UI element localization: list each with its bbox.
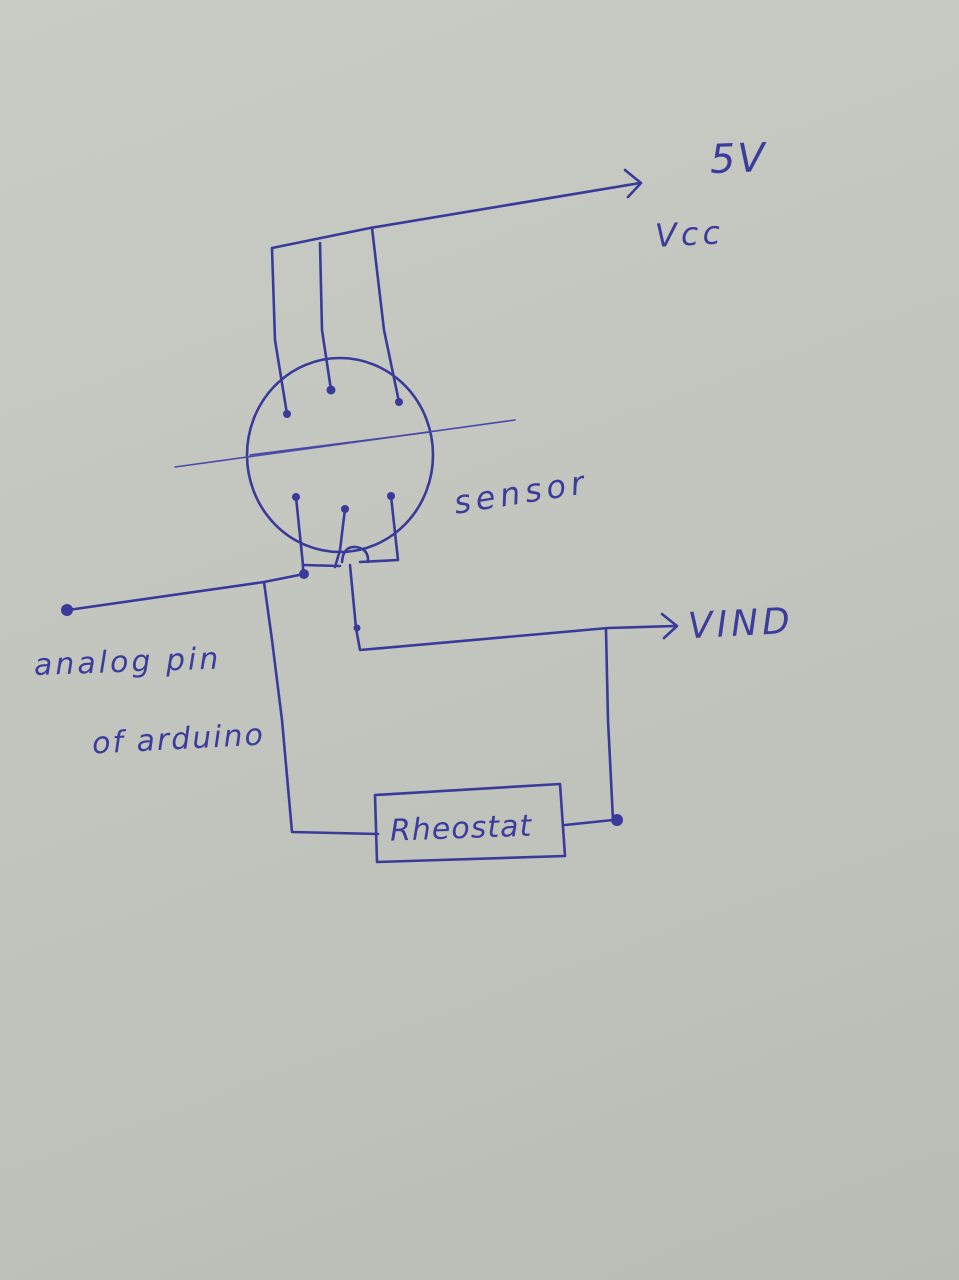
label-sensor: sensor [451, 463, 591, 522]
rheostat-right-wire [563, 628, 615, 827]
junction-dot-vind [353, 624, 361, 632]
left-leads-join [301, 563, 342, 568]
sensor-divider-line-2 [249, 431, 431, 456]
sensor-pin-top-left [283, 410, 291, 418]
label-analog-pin: analog pin [33, 641, 222, 683]
rheostat-box [373, 782, 567, 864]
sensor-top-lead-left [270, 246, 289, 416]
sensor-bottom-lead-left [294, 495, 305, 577]
sensor-bottom-lead-middle [333, 507, 347, 569]
vind-wire [348, 563, 677, 652]
sensor-pin-top-middle [326, 385, 336, 395]
junction-dot-rheostat-right [611, 814, 623, 826]
sensor-pin-top-right [395, 398, 403, 406]
label-vcc: Vcc [654, 213, 725, 255]
vcc-supply-wire [270, 181, 642, 250]
sensor-top-lead-middle [318, 241, 333, 392]
sensor-bottom-lead-right [358, 494, 400, 564]
analog-pin-terminal [61, 604, 73, 616]
sensor-top-lead-right [370, 226, 401, 404]
sensor-body [245, 356, 435, 554]
label-5v: 5V [709, 135, 768, 183]
rheostat-left-wire [262, 580, 380, 836]
vind-arrow-head [660, 612, 679, 640]
label-vind: VIND [687, 601, 795, 647]
vcc-arrow-head [623, 168, 643, 199]
wire-crossover-hop [340, 545, 370, 564]
label-of-arduino: of arduino [91, 718, 266, 762]
analog-pin-wire [66, 572, 306, 612]
label-rheostat: Rheostat [389, 809, 533, 849]
